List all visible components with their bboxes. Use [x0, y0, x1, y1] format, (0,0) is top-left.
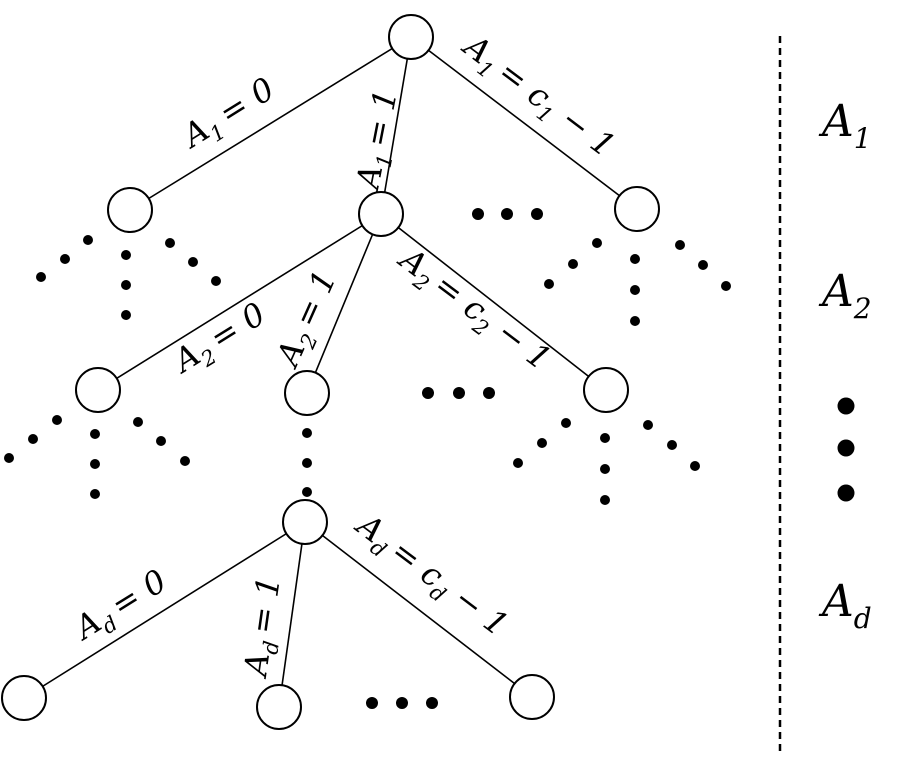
- edge-l1-l2-second: [306, 213, 382, 394]
- level-label-a1: A1: [818, 96, 872, 155]
- edge-root-l1-last: [410, 36, 638, 210]
- tree-node-l2-second: [284, 370, 330, 416]
- edge-ld-last: [304, 521, 533, 698]
- tree-node-l2-last: [583, 367, 629, 413]
- level-label-ad: Ad: [818, 576, 872, 635]
- tree-node-ld-last: [509, 674, 555, 720]
- edge-ld-first: [23, 521, 306, 699]
- edge-label-l1-first: A1= 0: [174, 70, 284, 161]
- tree-node-ld-second: [256, 684, 302, 730]
- edge-label-l1-last: A1= c1 − 1: [452, 25, 623, 168]
- edge-label-ld-first: Ad= 0: [66, 562, 176, 653]
- tree-node-l1-second: [358, 191, 404, 237]
- edge-l1-l2-last: [380, 213, 607, 391]
- tree-node-root: [388, 14, 434, 60]
- tree-node-l2-first: [75, 367, 121, 413]
- edge-l1-l2-first: [97, 213, 382, 391]
- edge-root-l1-second: [380, 36, 412, 215]
- edge-label-l2-last: A2= c2 − 1: [388, 238, 559, 381]
- edge-label-l2-first: A2= 0: [165, 295, 275, 386]
- ellipsis-dots: [4, 208, 855, 709]
- level-label-a2: A2: [818, 266, 872, 325]
- edge-label-l1-second: A1= 1: [348, 86, 410, 195]
- edge-ld-second: [278, 521, 306, 708]
- tree-node-ld-first: [1, 675, 47, 721]
- edge-label-ld-second: Ad= 1: [236, 574, 293, 682]
- tree-node-ld-parent: [282, 499, 328, 545]
- edge-root-l1-first: [129, 36, 412, 211]
- tree-node-l1-last: [614, 186, 660, 232]
- edge-label-ld-last: Ad= cd − 1: [345, 504, 516, 648]
- tree-node-l1-first: [107, 187, 153, 233]
